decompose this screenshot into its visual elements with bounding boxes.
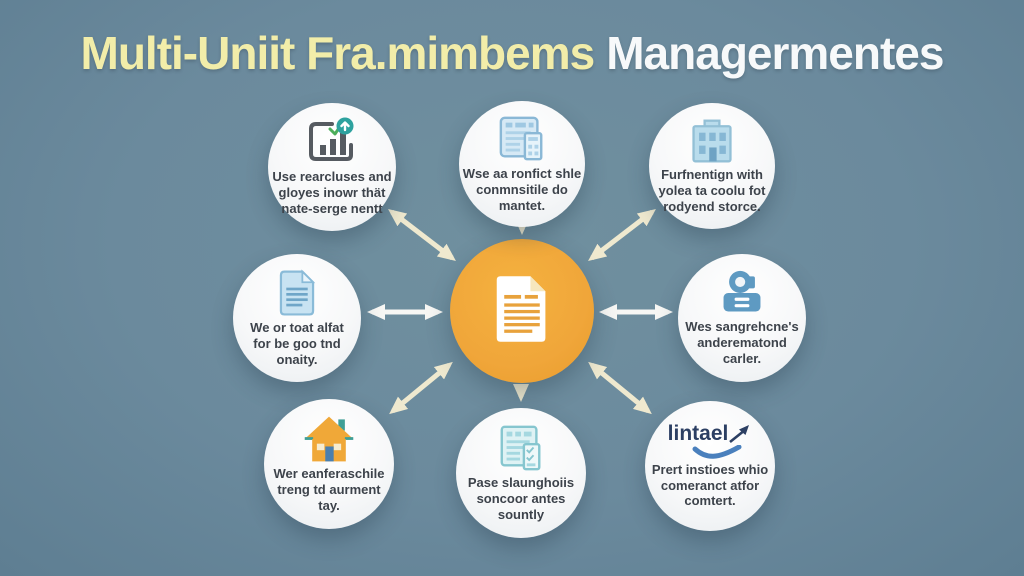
node-text: Use rearcluses and gloyes inowr thät nat… xyxy=(272,169,391,217)
document-lines-icon xyxy=(272,268,322,318)
title-part2: Managermentes xyxy=(606,27,944,79)
node-text-line: Wse aa ronfict shle xyxy=(462,166,582,182)
checklist-form-icon xyxy=(494,423,548,473)
node-text-line: Wer eanferaschile xyxy=(273,466,385,482)
node-text: Prert instioes whio comeranct atfor comt… xyxy=(652,462,768,510)
node-text-line: nate-serge nentt xyxy=(281,200,383,216)
node-text: Furfnentign with yolea ta coolu fot rody… xyxy=(659,167,766,215)
up-arrow-icon xyxy=(729,424,750,443)
node-text: We or toat alfat for be goo tnd onaity. xyxy=(250,320,344,368)
node-text: Wer eanferaschile treng td aurment tay. xyxy=(273,466,384,514)
check-swoosh-icon xyxy=(690,444,744,460)
hub-node xyxy=(450,239,594,383)
node-text-line: Pase slaunghoiis xyxy=(467,475,575,491)
node-text-line: soncoor antes xyxy=(476,491,566,507)
node-text-line: mantet. xyxy=(498,197,546,213)
arrow-bottomright-hub xyxy=(588,361,652,415)
node-text-line: tay. xyxy=(318,497,340,513)
arrow-topright-hub xyxy=(588,208,656,262)
node-text-line: for be goo tnd xyxy=(253,336,341,352)
lintael-logo-text: lintael xyxy=(667,421,729,445)
node-top-left: Use rearcluses and gloyes inowr thät nat… xyxy=(268,103,396,231)
node-text-line: gloyes inowr thät xyxy=(278,185,386,201)
node-text-line: comtert. xyxy=(684,493,736,509)
lintael-logo: lintael xyxy=(667,421,753,449)
node-text-line: Wes sangrehcne's xyxy=(685,319,799,335)
node-text-line: yolea ta coolu fot xyxy=(658,183,766,199)
node-text-line: sountly xyxy=(497,506,545,522)
node-text-line: carler. xyxy=(722,350,762,366)
document-calculator-icon xyxy=(495,114,549,164)
node-text-line: treng td aurment xyxy=(277,482,381,498)
node-bottom-right: lintael Prert instioes whio comeranct at… xyxy=(645,401,775,531)
node-middle-left: We or toat alfat for be goo tnd onaity. xyxy=(233,254,361,382)
arrow-topleft-hub xyxy=(388,208,456,262)
node-text-line: conmnsitile do xyxy=(476,182,568,198)
arrow-bottomleft-hub xyxy=(389,361,453,415)
house-icon xyxy=(301,414,357,464)
node-text-line: Furfnentign with xyxy=(661,167,763,183)
node-text: Pase slaunghoiis soncoor antes sountly xyxy=(468,475,574,523)
node-middle-right: Wes sangrehcne's anderematond carler. xyxy=(678,254,806,382)
node-top-right: Furfnentign with yolea ta coolu fot rody… xyxy=(649,103,775,229)
node-text-line: Prert instioes whio xyxy=(651,461,769,477)
node-text: Wes sangrehcne's anderematond carler. xyxy=(685,319,798,367)
bar-chart-check-icon xyxy=(304,117,360,167)
node-text-line: Use rearcluses and xyxy=(272,169,392,185)
node-text-line: We or toat alfat xyxy=(250,320,344,336)
title-part1: Multi-Uniit Fra.mimbems xyxy=(80,27,596,79)
node-bottom-middle: Pase slaunghoiis soncoor antes sountly xyxy=(456,408,586,538)
node-top-middle: Wse aa ronfict shle conmnsitile do mante… xyxy=(459,101,585,227)
node-text-line: rodyend storce. xyxy=(663,198,761,214)
node-text-line: anderematond xyxy=(697,335,787,351)
document-icon xyxy=(493,272,551,351)
printer-roll-icon xyxy=(716,269,768,317)
node-text: Wse aa ronfict shle conmnsitile do mante… xyxy=(463,166,581,214)
building-icon xyxy=(685,117,739,165)
node-text-line: comeranct atfor xyxy=(660,477,760,493)
node-text-line: onaity. xyxy=(276,351,318,367)
node-bottom-left: Wer eanferaschile treng td aurment tay. xyxy=(264,399,394,529)
